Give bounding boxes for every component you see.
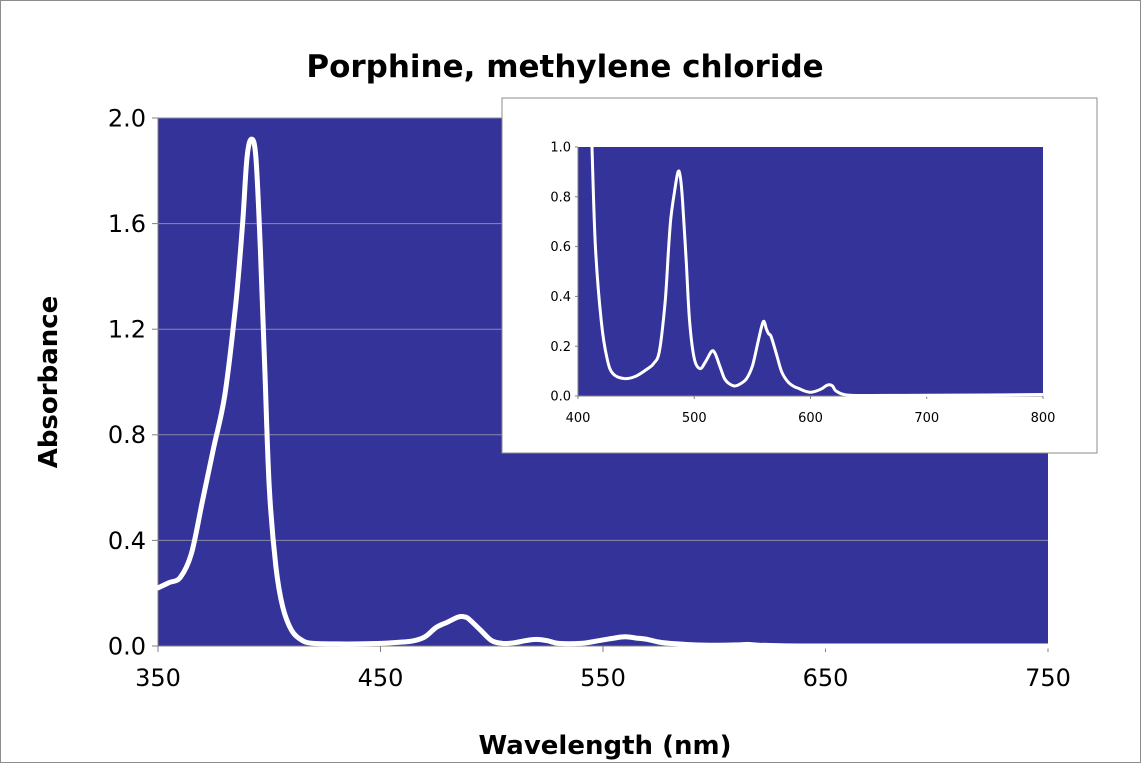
inset-y-tick-labels: 0.0 0.2 0.4 0.6 0.8 1.0 bbox=[550, 141, 579, 405]
x-axis-title: Wavelength (nm) bbox=[479, 731, 732, 761]
main-x-tick-labels: 350 450 550 650 750 bbox=[135, 645, 1071, 692]
y-axis-title: Absorbance bbox=[34, 296, 64, 469]
inset-spectrum-line bbox=[590, 145, 1045, 398]
y-tick-label: 0.8 bbox=[550, 190, 571, 205]
x-tick-label: 400 bbox=[566, 411, 591, 426]
x-tick-label: 750 bbox=[1025, 664, 1071, 692]
y-tick-label: 0.0 bbox=[550, 390, 571, 405]
inset-plot-area bbox=[578, 147, 1043, 396]
y-tick-label: 0.6 bbox=[550, 240, 571, 255]
x-tick-label: 550 bbox=[580, 664, 626, 692]
main-y-tick-labels: 0.0 0.4 0.8 1.2 1.6 2.0 bbox=[108, 104, 159, 660]
y-tick-label: 0.2 bbox=[550, 340, 571, 355]
chart-title: Porphine, methylene chloride bbox=[306, 49, 823, 85]
y-tick-label: 2.0 bbox=[108, 104, 146, 132]
y-tick-label: 1.6 bbox=[108, 210, 146, 238]
y-tick-label: 0.4 bbox=[550, 290, 571, 305]
x-tick-label: 350 bbox=[135, 664, 181, 692]
x-tick-label: 600 bbox=[798, 411, 823, 426]
y-tick-label: 1.0 bbox=[550, 141, 571, 156]
main-spectrum-line bbox=[155, 136, 1051, 649]
y-tick-label: 0.8 bbox=[108, 421, 146, 449]
x-tick-label: 650 bbox=[803, 664, 849, 692]
x-tick-label: 800 bbox=[1031, 411, 1056, 426]
x-tick-label: 450 bbox=[358, 664, 404, 692]
y-tick-label: 0.0 bbox=[108, 632, 146, 660]
x-tick-label: 700 bbox=[914, 411, 939, 426]
y-tick-label: 1.2 bbox=[108, 316, 146, 344]
x-tick-label: 500 bbox=[682, 411, 707, 426]
y-tick-label: 0.4 bbox=[108, 527, 146, 555]
